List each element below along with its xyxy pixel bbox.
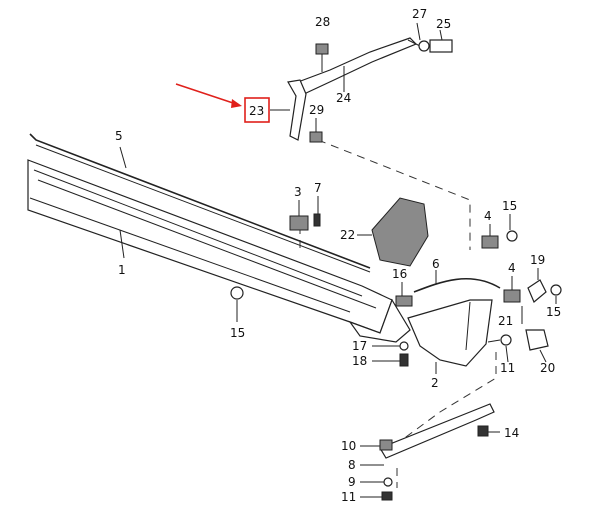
label-15-right: 15: [546, 305, 561, 319]
bracket-19: [527, 279, 547, 303]
label-11-lower: 11: [341, 490, 356, 504]
label-2: 2: [431, 376, 439, 390]
label-10: 10: [341, 439, 356, 453]
highlight-arrow-line: [175, 83, 237, 105]
label-1: 1: [118, 263, 126, 277]
clip-10: [379, 439, 393, 451]
label-3: 3: [294, 185, 302, 199]
foam-block: [357, 197, 429, 267]
label-15-left: 15: [230, 326, 245, 340]
label-5: 5: [115, 129, 123, 143]
nut-15-right: [550, 284, 562, 296]
lower-support-bar: [360, 403, 500, 501]
upper-bracket: [297, 22, 453, 95]
highlight-arrow-head: [231, 99, 242, 108]
right-hardware: [481, 214, 562, 363]
screw-11-upper: [500, 334, 512, 346]
label-24: 24: [336, 91, 351, 105]
clip-4-lower: [503, 289, 521, 303]
rocker-panel: [27, 159, 411, 343]
label-16: 16: [392, 267, 407, 281]
highlight-box: [244, 97, 270, 123]
clip-4-upper: [481, 235, 499, 249]
washer-9: [383, 477, 393, 487]
bolt-14: [477, 425, 489, 437]
label-4-lower: 4: [508, 261, 516, 275]
label-7: 7: [314, 181, 322, 195]
label-18: 18: [352, 354, 367, 368]
screw-11-lower: [381, 491, 393, 501]
washer-27: [418, 40, 430, 52]
label-15-upper: 15: [502, 199, 517, 213]
bolt-25: [429, 39, 453, 53]
label-11-upper: 11: [500, 361, 515, 375]
clip-16: [395, 295, 413, 307]
label-28: 28: [315, 15, 330, 29]
label-19: 19: [530, 253, 545, 267]
label-14: 14: [504, 426, 519, 440]
bracket-20: [525, 329, 549, 351]
trim-strip: [29, 133, 371, 273]
screw-18: [399, 353, 409, 367]
label-29: 29: [309, 103, 324, 117]
label-25: 25: [436, 17, 451, 31]
label-6: 6: [432, 257, 440, 271]
washer-17: [399, 341, 409, 351]
screw-7: [313, 213, 321, 227]
nut-28: [315, 43, 329, 55]
hanger-part-23: [270, 79, 323, 143]
clip-3-group: [289, 196, 321, 231]
highlight-callout: [175, 83, 270, 123]
label-23: 23: [249, 104, 264, 118]
label-21: 21: [498, 314, 513, 328]
nut-15-upper: [506, 230, 518, 242]
label-27: 27: [412, 7, 427, 21]
label-9: 9: [348, 475, 356, 489]
grommet-15-left: [230, 286, 244, 322]
clip-29: [309, 131, 323, 143]
clip-16-group: [395, 282, 413, 307]
front-cover: [407, 299, 493, 374]
callout-labels: 5 1 28 27 25 24 23 29 3 7 22 4 15 16 6 4…: [115, 7, 561, 504]
label-8: 8: [348, 458, 356, 472]
label-17: 17: [352, 339, 367, 353]
label-20: 20: [540, 361, 555, 375]
small-parts-17-18: [372, 341, 409, 367]
clip-3: [289, 215, 309, 231]
seal-6: [413, 270, 501, 293]
label-4-upper: 4: [484, 209, 492, 223]
label-22: 22: [340, 228, 355, 242]
